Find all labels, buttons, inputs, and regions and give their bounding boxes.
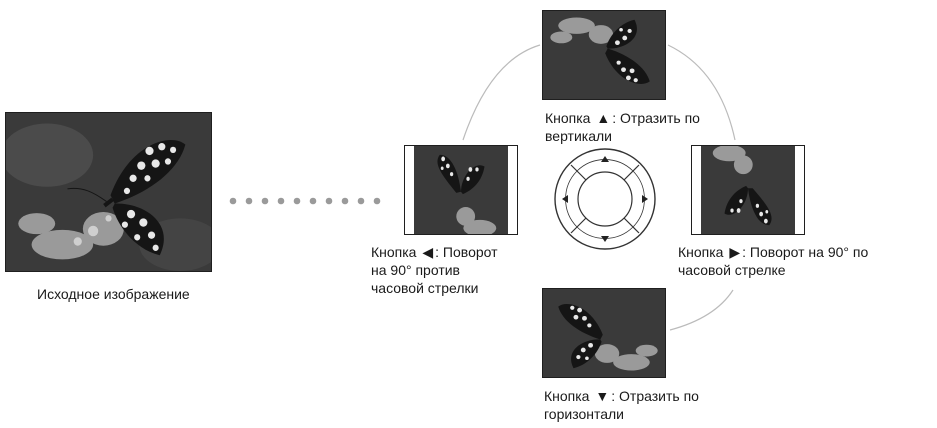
rotate-ccw-image xyxy=(404,145,518,235)
nav-down-button[interactable] xyxy=(601,236,609,242)
ring-arc-bottom-right xyxy=(669,289,734,331)
flip-horizontal-caption: Кнопка ▼: Отразить по горизонтали xyxy=(544,387,699,423)
up-arrow-icon xyxy=(601,156,609,162)
nav-up-button[interactable] xyxy=(601,156,609,162)
down-arrow-icon xyxy=(601,236,609,242)
ring-arc-top-right xyxy=(667,44,736,141)
caption-prefix: Кнопка xyxy=(545,110,595,126)
up-arrow-icon: ▲ xyxy=(596,110,611,126)
caption-text-line2: вертикали xyxy=(545,128,612,144)
letterbox-bar-left xyxy=(692,146,701,234)
flip-vertical-image xyxy=(542,10,666,100)
butterfly-icon xyxy=(6,113,211,271)
rotate-cw-caption: Кнопка ▶: Поворот на 90° по часовой стре… xyxy=(678,243,868,279)
caption-prefix: Кнопка xyxy=(678,244,728,260)
nav-left-button[interactable] xyxy=(562,195,568,203)
rotate-ccw-caption: Кнопка ◀: Поворот на 90° против часовой … xyxy=(371,243,498,297)
flip-horizontal-image xyxy=(542,288,666,378)
letterbox-bar-right xyxy=(508,146,517,234)
left-arrow-icon: ◀ xyxy=(422,244,434,260)
caption-text: : Отразить по xyxy=(612,110,700,126)
left-arrow-icon xyxy=(562,195,568,203)
right-arrow-icon xyxy=(642,195,648,203)
caption-text: : Отразить по xyxy=(611,388,699,404)
butterfly-icon xyxy=(543,11,665,99)
caption-text-line2: часовой стрелке xyxy=(678,262,786,278)
original-image xyxy=(5,112,212,272)
caption-prefix: Кнопка xyxy=(544,388,594,404)
letterbox-bar-right xyxy=(795,146,804,234)
ring-arc-top-left xyxy=(462,44,541,141)
caption-text: : Поворот xyxy=(435,244,498,260)
nav-right-button[interactable] xyxy=(642,195,648,203)
original-image-caption: Исходное изображение xyxy=(37,286,190,302)
butterfly-icon xyxy=(701,146,795,234)
right-arrow-icon: ▶ xyxy=(729,244,741,260)
butterfly-icon xyxy=(414,146,508,234)
down-arrow-icon: ▼ xyxy=(595,388,610,404)
flip-vertical-caption: Кнопка ▲: Отразить по вертикали xyxy=(545,109,700,145)
dotted-connector xyxy=(229,197,381,205)
caption-prefix: Кнопка xyxy=(371,244,421,260)
butterfly-icon xyxy=(543,289,665,377)
navigation-pad xyxy=(554,148,656,250)
caption-text-line2: горизонтали xyxy=(544,406,625,422)
caption-text-line2: на 90° против xyxy=(371,262,460,278)
letterbox-bar-left xyxy=(405,146,414,234)
rotate-cw-image xyxy=(691,145,805,235)
caption-text: : Поворот на 90° по xyxy=(742,244,869,260)
caption-text-line3: часовой стрелки xyxy=(371,280,479,296)
